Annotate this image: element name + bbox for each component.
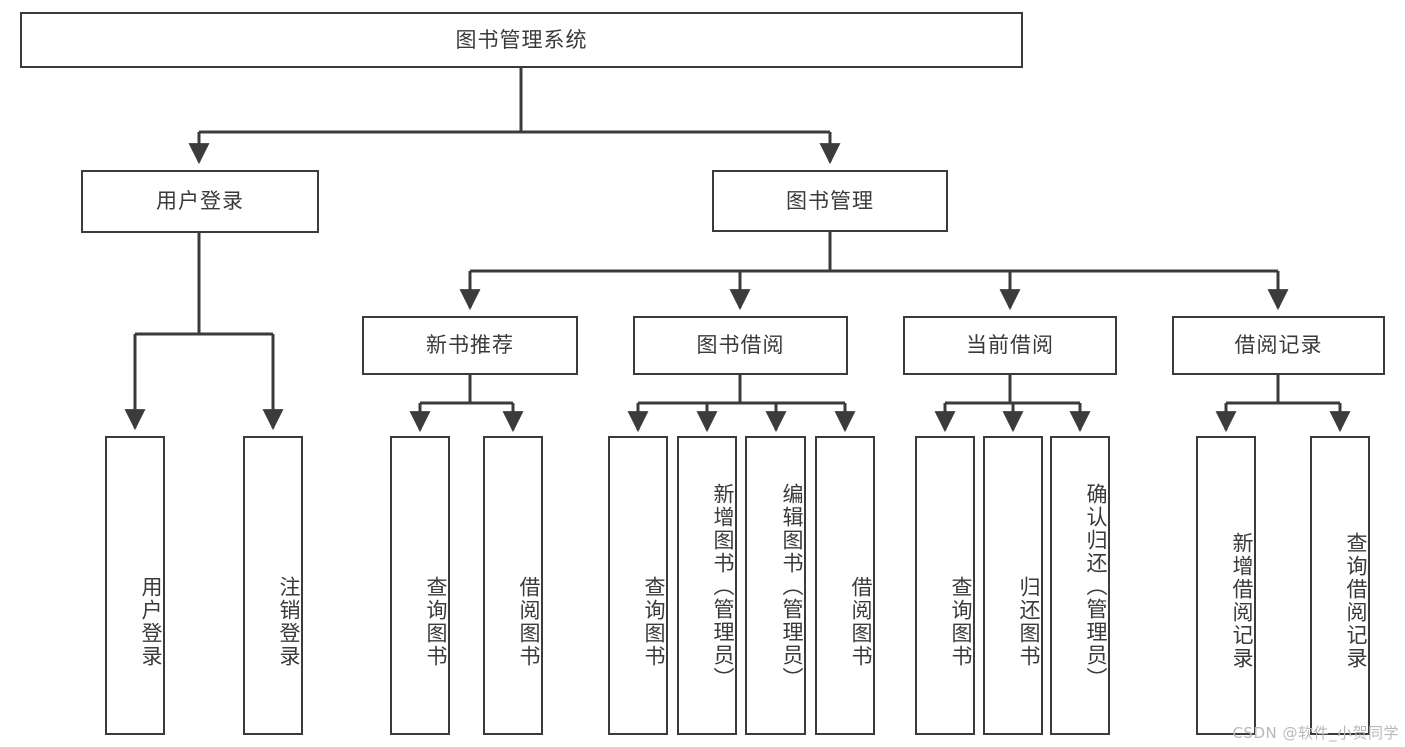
leaf-new-book-rec-0[interactable]: 查询图书: [390, 436, 450, 735]
leaf-borrow-record-0[interactable]: 新增借阅记录: [1196, 436, 1256, 735]
leaf-book-borrow-0[interactable]: 查询图书: [608, 436, 668, 735]
leaf-book-borrow-1[interactable]: 新增图书（管理员）: [677, 436, 737, 735]
node-book-borrow[interactable]: 图书借阅: [633, 316, 848, 375]
node-current-borrow[interactable]: 当前借阅: [903, 316, 1117, 375]
leaf-new-book-rec-1[interactable]: 借阅图书: [483, 436, 543, 735]
leaf-borrow-record-1[interactable]: 查询借阅记录: [1310, 436, 1370, 735]
node-root[interactable]: 图书管理系统: [20, 12, 1023, 68]
leaf-book-borrow-2[interactable]: 编辑图书（管理员）: [745, 436, 806, 735]
node-new-book-rec[interactable]: 新书推荐: [362, 316, 578, 375]
node-book-manage[interactable]: 图书管理: [712, 170, 948, 232]
leaf-current-borrow-0[interactable]: 查询图书: [915, 436, 975, 735]
node-user-login[interactable]: 用户登录: [81, 170, 319, 233]
leaf-current-borrow-2[interactable]: 确认归还（管理员）: [1050, 436, 1110, 735]
leaf-user-login-0[interactable]: 用户登录: [105, 436, 165, 735]
leaf-current-borrow-1[interactable]: 归还图书: [983, 436, 1043, 735]
node-borrow-record[interactable]: 借阅记录: [1172, 316, 1385, 375]
leaf-user-login-1[interactable]: 注销登录: [243, 436, 303, 735]
leaf-book-borrow-3[interactable]: 借阅图书: [815, 436, 875, 735]
